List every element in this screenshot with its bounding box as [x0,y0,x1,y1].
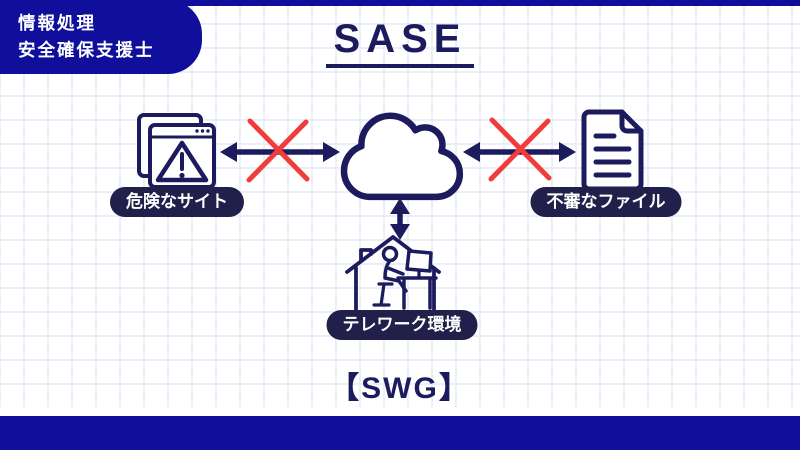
document-icon [581,109,644,192]
bottom-accent-bar [0,416,800,450]
arrow-cloud-telework [390,198,410,240]
bottom-white-strip [0,407,800,416]
house-teleworker-icon [345,235,441,311]
certification-badge: 情報処理 安全確保支援士 [0,0,202,74]
badge-line-2: 安全確保支援士 [18,40,155,60]
blocked-x-left [246,118,310,183]
cloud-icon [340,112,464,201]
title-wrap: SASE [0,17,800,68]
label-telework: テレワーク環境 [326,310,478,340]
badge-line-1: 情報処理 [18,13,96,33]
footer-label-swg: 【SWG】 [329,372,471,405]
browser-warning-icon [137,113,216,189]
top-accent-bar [0,0,800,6]
label-dangerous-site: 危険なサイト [110,187,244,217]
blocked-x-right [488,117,552,182]
label-suspicious-file: 不審なファイル [530,187,682,217]
page-title: SASE [325,17,475,68]
